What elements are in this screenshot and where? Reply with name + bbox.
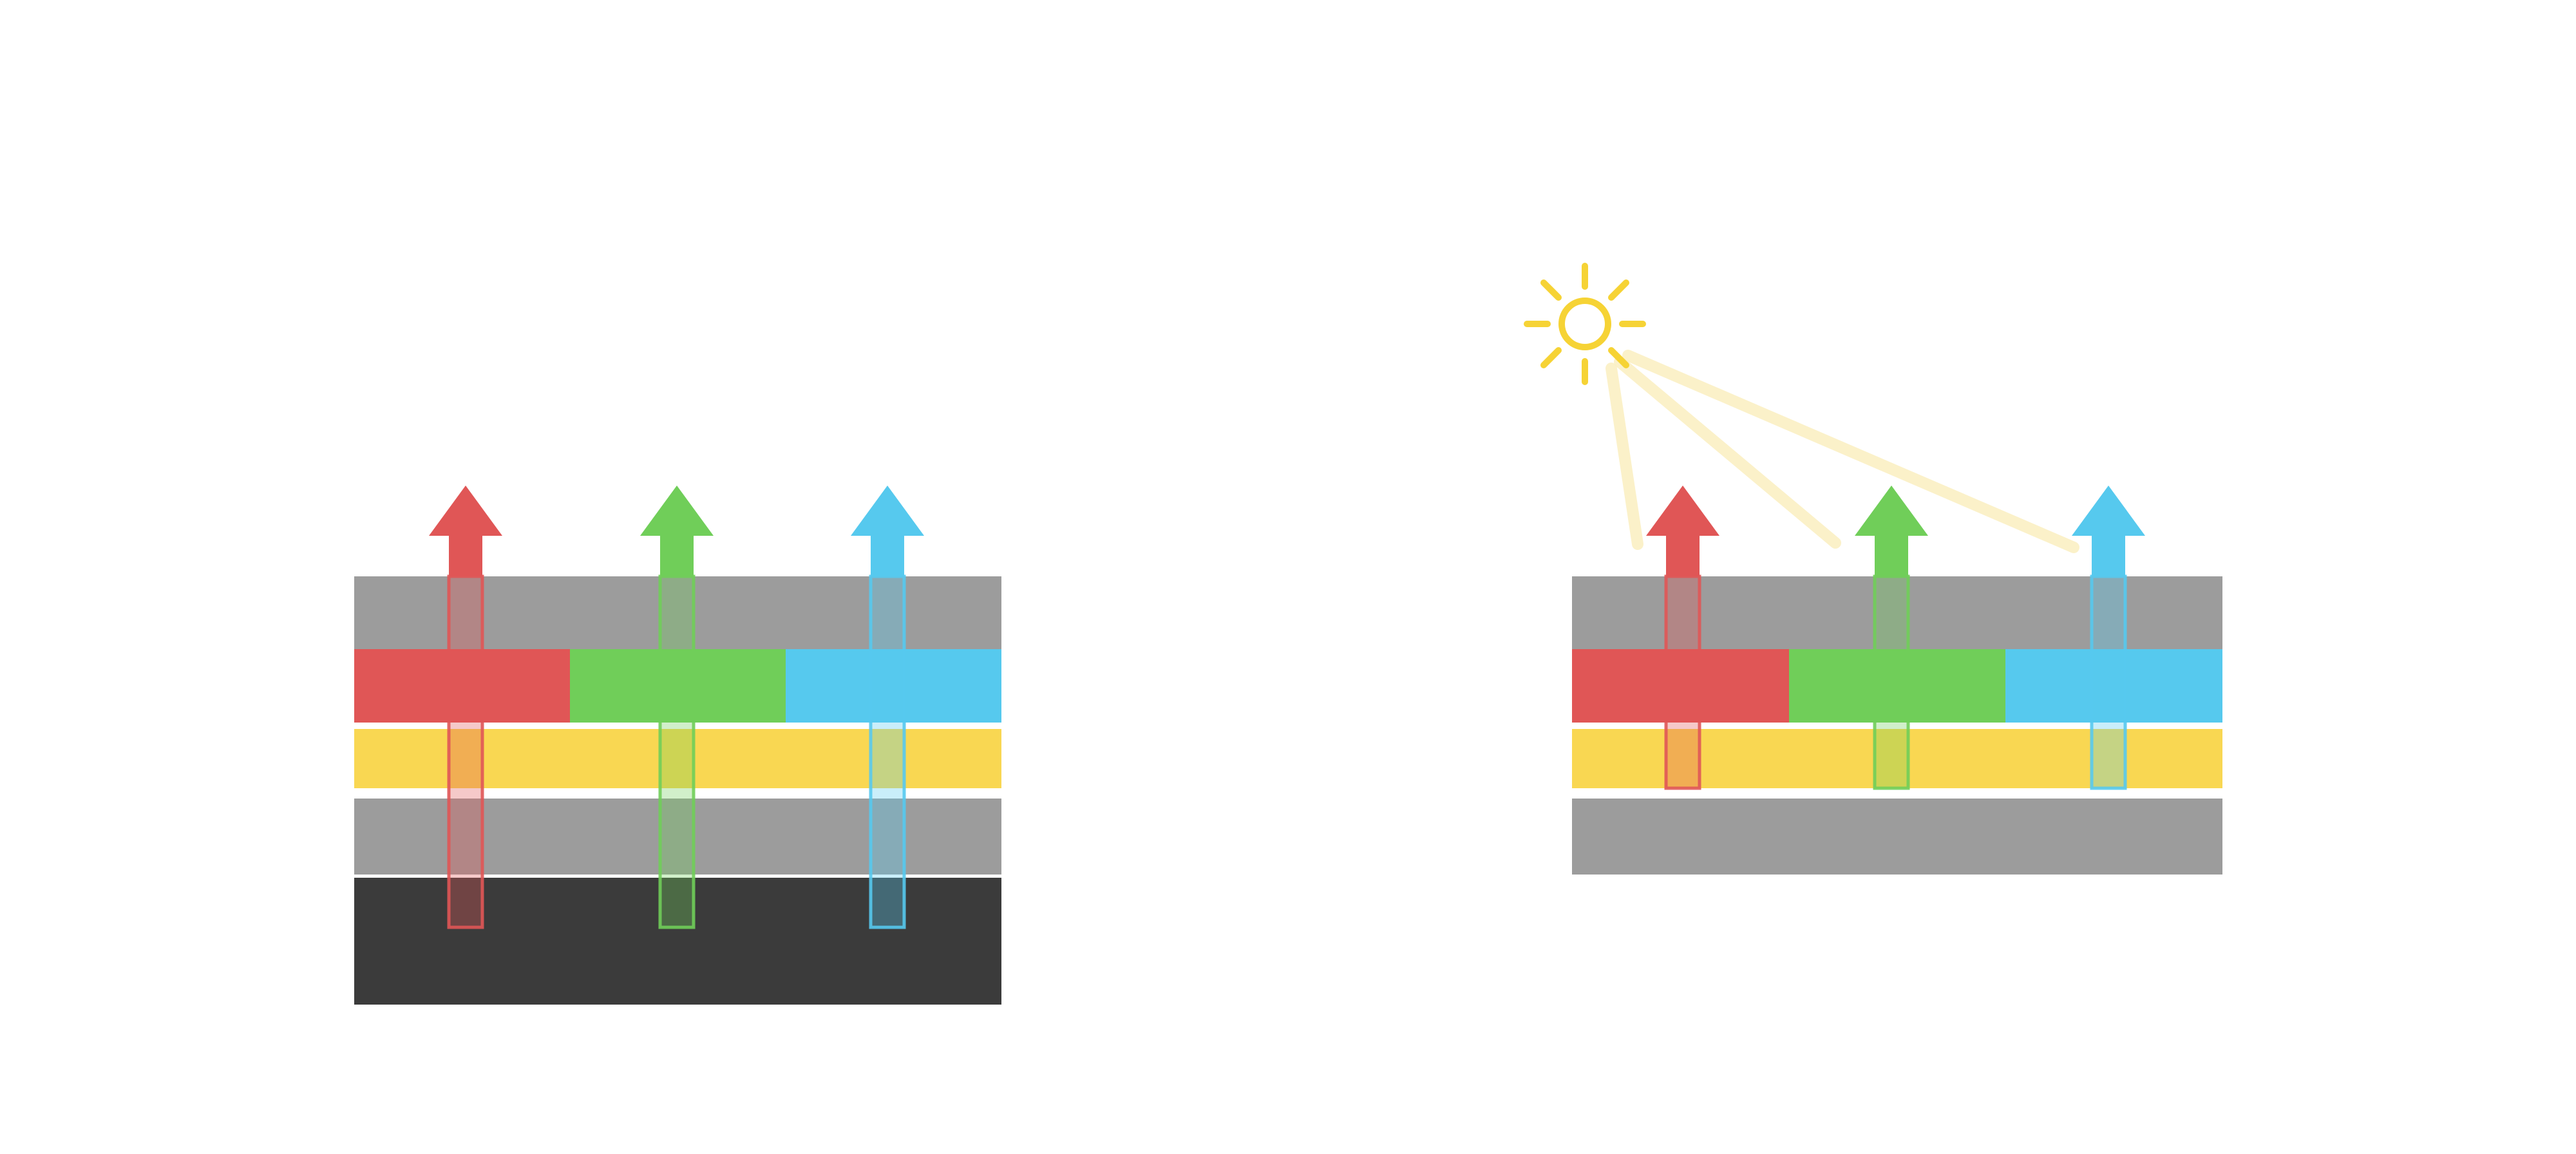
right-red-filter-segment: [1572, 649, 1789, 723]
left-cyan-filter-segment: [786, 649, 1001, 723]
right-green-filter-segment: [1789, 649, 2005, 723]
left-cyan-arrow-shaft: [869, 574, 906, 929]
sun-core: [1558, 298, 1611, 350]
sun-ray-sw: [1540, 347, 1562, 368]
backlit-display-diagram: [354, 486, 1001, 1005]
left-red-arrow-head: [429, 486, 502, 576]
sun-ray-ne: [1608, 279, 1629, 301]
left-red-filter-segment: [354, 649, 570, 723]
right-red-arrow-shaft: [1664, 574, 1701, 790]
left-backlight-dark-layer: [354, 878, 1001, 1005]
right-red-arrow-head: [1646, 486, 1719, 576]
right-yellow-layer: [1572, 729, 2222, 788]
right-green-arrow-shaft: [1873, 574, 1910, 790]
sun-icon: [1524, 263, 1646, 385]
sun-ray-nw: [1540, 279, 1562, 301]
left-bottom-gray-layer: [354, 799, 1001, 875]
right-top-gray-layer: [1572, 576, 2222, 649]
left-yellow-layer: [354, 729, 1001, 788]
sun-beam-left: [1605, 363, 1643, 550]
ambient-lit-display-diagram: [1524, 263, 2222, 875]
left-cyan-arrow-head: [851, 486, 924, 576]
right-bottom-gray-layer: [1572, 799, 2222, 875]
right-cyan-filter-segment: [2005, 649, 2222, 723]
left-green-arrow-shaft: [658, 574, 696, 929]
left-red-arrow-shaft: [447, 574, 484, 929]
right-green-arrow-head: [1855, 486, 1928, 576]
right-cyan-arrow-head: [2072, 486, 2145, 576]
left-green-filter-segment: [570, 649, 786, 723]
right-cyan-arrow-shaft: [2090, 574, 2127, 790]
sun-beam-middle: [1614, 356, 1841, 549]
sun-beam-right: [1622, 350, 2079, 553]
left-green-arrow-head: [640, 486, 714, 576]
left-top-gray-layer: [354, 576, 1001, 649]
sun-ray-se: [1608, 347, 1629, 368]
